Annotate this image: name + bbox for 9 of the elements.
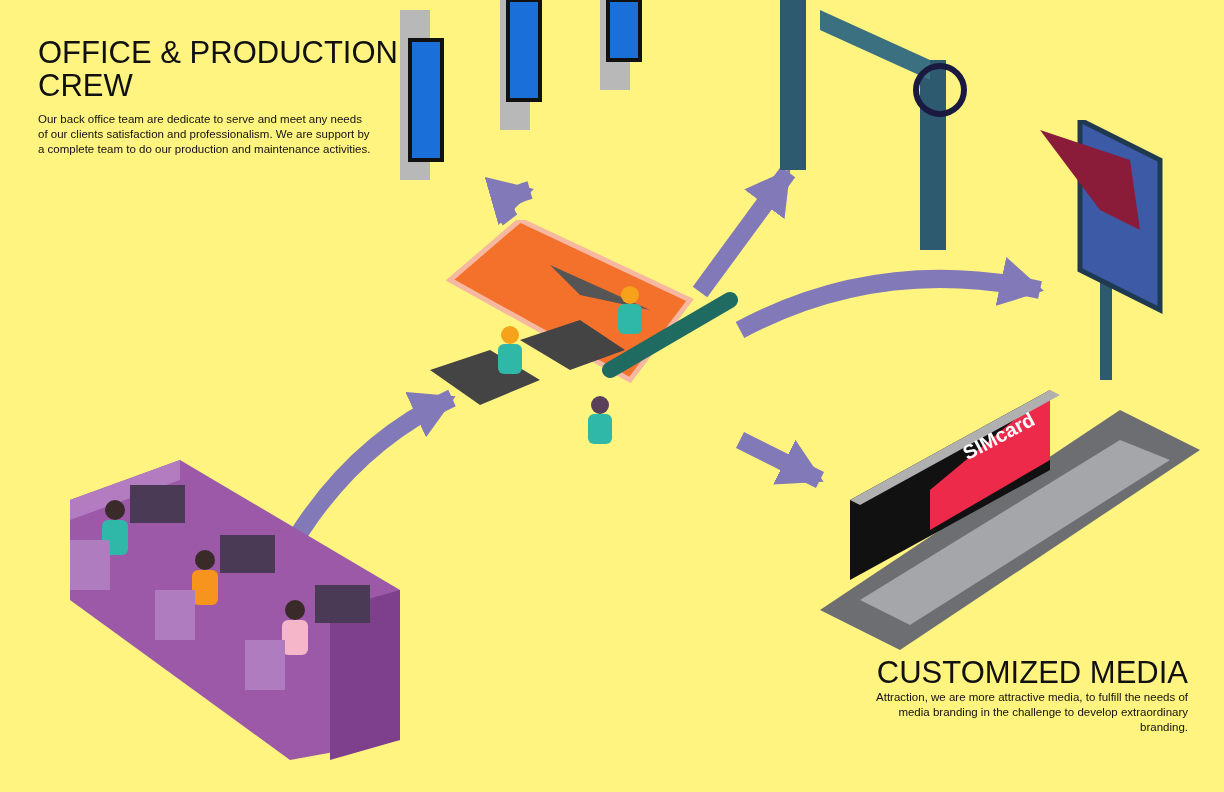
arrow [292, 389, 456, 538]
arrow [735, 257, 1044, 339]
description-text: Our back office team are dedicate to serve and meet any needs of our clients satisfaction and professionalism. We are support by a complete team to do our production and maintenance activities. [38, 112, 372, 157]
description-text: Attraction, we are more attractive media, to fulfill the needs of media branding in the challenge to develop extraordinary branding. [875, 690, 1188, 735]
section-heading: OFFICE & PRODUCTION CREW [38, 36, 399, 102]
arrow [736, 431, 824, 489]
arrow [484, 178, 534, 226]
section-heading: CUSTOMIZED MEDIA [875, 656, 1188, 689]
arrow [692, 166, 796, 298]
